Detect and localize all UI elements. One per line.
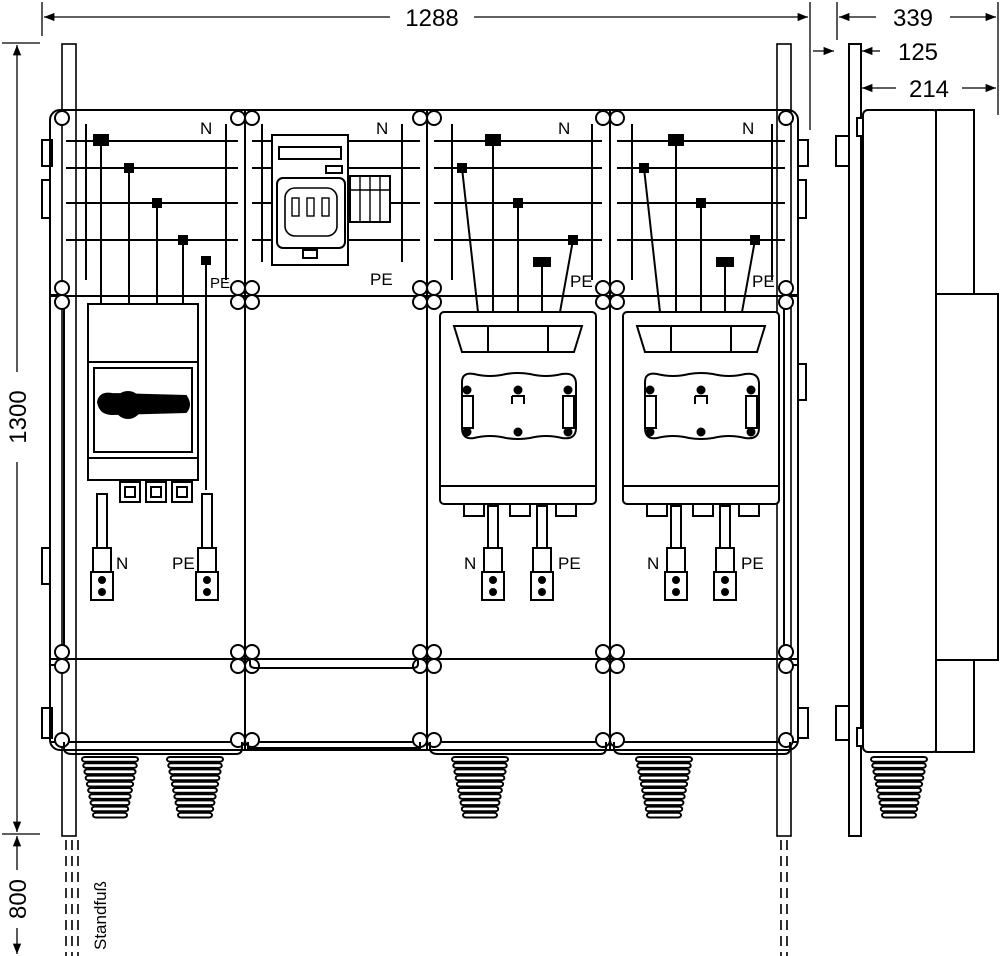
dimension-foot-800-label: 800 <box>5 879 32 919</box>
busbar-compartment-2 <box>252 124 420 266</box>
screw-icon <box>244 644 260 660</box>
screw-icon <box>54 280 70 296</box>
col4-n-label: N <box>647 554 659 573</box>
screw-icon <box>54 110 70 126</box>
screw-icon <box>609 644 625 660</box>
screw-icon <box>230 294 246 310</box>
cable-glands <box>81 756 928 819</box>
housing-screws <box>54 110 794 748</box>
terminal-pe-col3 <box>530 505 554 601</box>
col1-pe-label: PE <box>172 554 195 573</box>
screw-icon <box>412 110 428 126</box>
screw-icon <box>54 658 70 674</box>
screw-icon <box>778 658 794 674</box>
screw-icon <box>426 280 442 296</box>
side-view <box>835 43 999 837</box>
terminal-n-col1 <box>90 493 114 601</box>
busbar-3-n-label: N <box>558 119 570 138</box>
dimension-height-1300-label: 1300 <box>5 390 32 443</box>
col3-pe-label: PE <box>558 554 581 573</box>
dimension-depth-214-label: 214 <box>909 76 949 103</box>
screw-icon <box>54 294 70 310</box>
busbar-1-pe-label: PE <box>210 275 230 292</box>
dimension-width-1288 <box>41 2 811 130</box>
dimension-depth-339 <box>836 2 999 115</box>
screw-icon <box>426 644 442 660</box>
busbar-4-pe-label: PE <box>752 272 775 291</box>
busbar-4-n-label: N <box>742 119 754 138</box>
screw-icon <box>778 280 794 296</box>
screw-icon <box>230 658 246 674</box>
fuse-switch-col4 <box>622 311 780 517</box>
load-break-switch <box>87 303 199 503</box>
screw-icon <box>412 280 428 296</box>
dimension-height-1300 <box>2 42 40 835</box>
busbar-2-pe-label: PE <box>370 270 393 289</box>
busbar-compartment-4 <box>617 124 785 313</box>
dimension-depth-125-label: 125 <box>898 39 938 66</box>
cable-gland-4 <box>635 756 693 819</box>
screw-icon <box>412 658 428 674</box>
screw-icon <box>54 732 70 748</box>
screw-icon <box>778 294 794 310</box>
screw-icon <box>609 658 625 674</box>
screw-icon <box>244 294 260 310</box>
screw-icon <box>426 110 442 126</box>
screw-icon <box>244 280 260 296</box>
screw-icon <box>244 658 260 674</box>
dimension-depth-339-label: 339 <box>893 5 933 32</box>
left-rail <box>61 43 79 956</box>
screw-icon <box>609 732 625 748</box>
screw-icon <box>609 280 625 296</box>
screw-icon <box>778 644 794 660</box>
screw-icon <box>595 644 611 660</box>
screw-icon <box>426 658 442 674</box>
screw-icon <box>595 658 611 674</box>
busbar-compartment-3 <box>434 124 602 313</box>
screw-icon <box>609 110 625 126</box>
busbar-2-n-label: N <box>376 119 388 138</box>
busbar-3-pe-label: PE <box>570 272 593 291</box>
screw-icon <box>244 110 260 126</box>
fuse-switch-col3 <box>439 311 597 517</box>
col3-n-label: N <box>464 554 476 573</box>
terminal-n-col4 <box>664 505 688 601</box>
screw-icon <box>595 280 611 296</box>
terminal-pe-col1 <box>195 493 219 601</box>
screw-icon <box>595 110 611 126</box>
terminal-n-col3 <box>481 505 505 601</box>
screw-icon <box>54 644 70 660</box>
screw-icon <box>412 294 428 310</box>
dimension-width-1288-label: 1288 <box>405 5 458 32</box>
cable-gland-2 <box>166 756 224 819</box>
col4-pe-label: PE <box>741 554 764 573</box>
side-cable-gland <box>870 756 928 819</box>
busbar-compartment-1 <box>66 124 238 490</box>
cable-gland-1 <box>81 756 139 819</box>
screw-icon <box>778 110 794 126</box>
screw-icon <box>230 110 246 126</box>
bottom-strips <box>63 659 791 755</box>
terminal-pe-col4 <box>713 505 737 601</box>
cable-gland-3 <box>451 756 509 819</box>
screw-icon <box>230 280 246 296</box>
busbar-1-n-label: N <box>200 119 212 138</box>
screw-icon <box>595 732 611 748</box>
screw-icon <box>412 644 428 660</box>
screw-icon <box>426 294 442 310</box>
col1-n-label: N <box>116 554 128 573</box>
screw-icon <box>609 294 625 310</box>
foot-label: Standfuß <box>91 881 110 950</box>
screw-icon <box>595 294 611 310</box>
screw-icon <box>230 644 246 660</box>
